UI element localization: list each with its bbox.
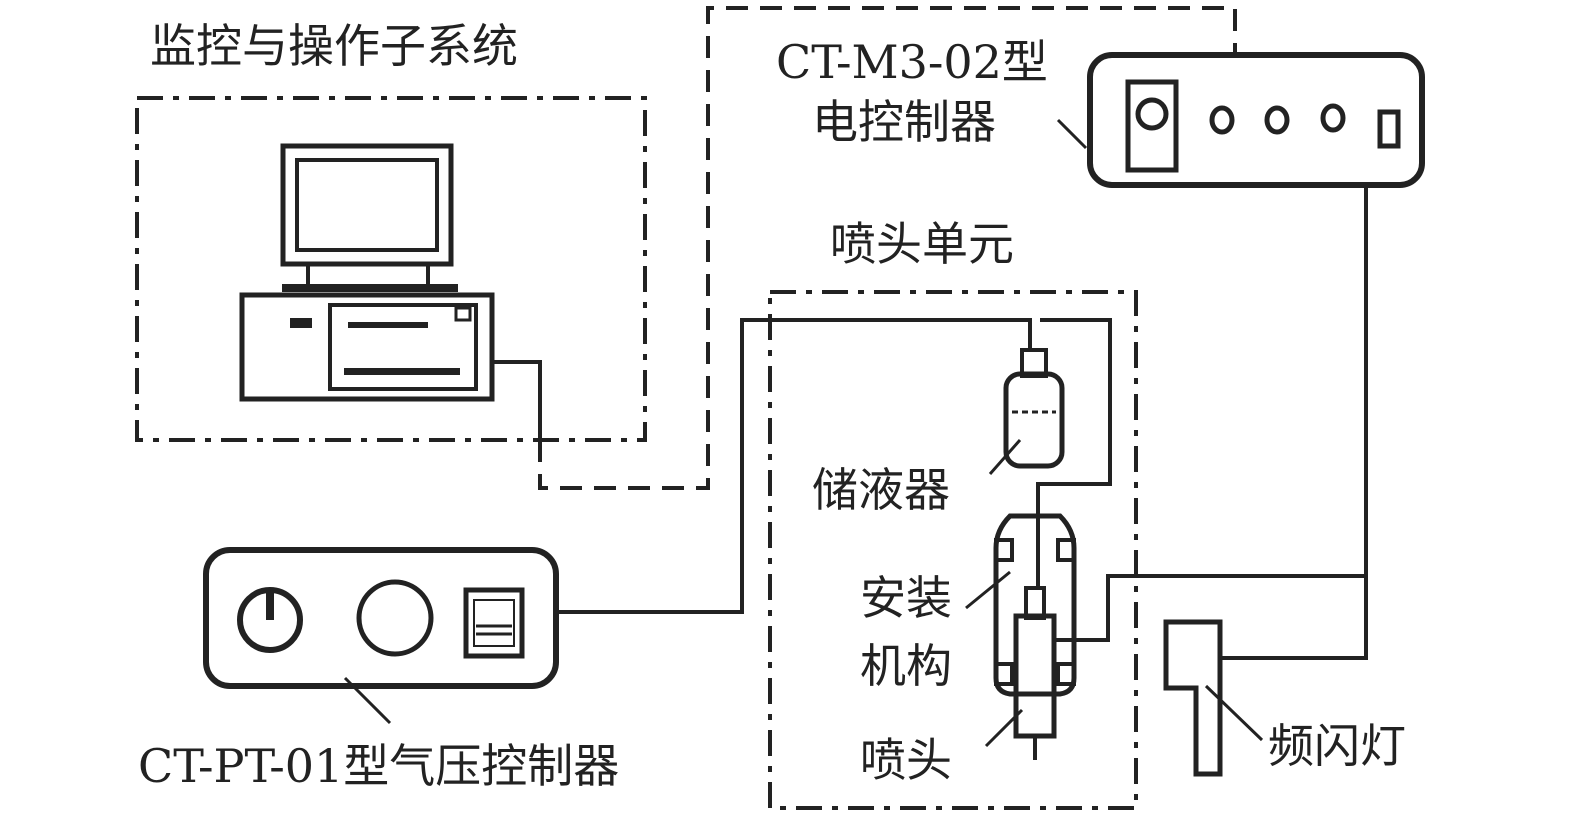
reservoir-icon: [1003, 348, 1065, 469]
controller-signal-cable: [1220, 185, 1368, 660]
reservoir-leader: [988, 439, 1022, 475]
nozzle-unit-boundary: [768, 290, 1138, 810]
strobe-lamp-leader: [1204, 684, 1264, 742]
electric-controller-model-label: CT-M3-02型: [776, 35, 1048, 89]
electric-controller-name-label: 电控制器: [812, 95, 996, 149]
mount-mechanism-icon: [993, 513, 1077, 697]
computer-cable: [492, 360, 542, 440]
reservoir-label: 储液器: [812, 463, 950, 517]
strobe-lamp-icon: [1163, 619, 1223, 777]
monitoring-subsystem-boundary: [135, 96, 647, 442]
mount-mechanism-label-line1: 安装: [860, 571, 952, 625]
mount-mechanism-leader: [965, 570, 1011, 610]
nozzle-leader: [984, 708, 1024, 748]
nozzle-label: 喷头: [860, 733, 952, 787]
nozzle-signal-cable: [1054, 574, 1366, 642]
air-pressure-hose: [556, 318, 1032, 614]
computer-icon: [239, 143, 495, 402]
pressure-controller-leader: [343, 676, 392, 725]
reservoir-feed-line: [1036, 318, 1112, 588]
pressure-controller-label: CT-PT-01型气压控制器: [138, 739, 619, 793]
strobe-lamp-label: 频闪灯: [1268, 719, 1406, 773]
control-link-boundary: [538, 6, 1237, 490]
nozzle-unit-label: 喷头单元: [830, 217, 1014, 271]
monitoring-subsystem-label: 监控与操作子系统: [150, 19, 518, 73]
pressure-controller: [203, 547, 559, 689]
electric-controller-leader: [1056, 118, 1088, 150]
mount-mechanism-label-line2: 机构: [860, 639, 952, 693]
electric-controller: [1087, 52, 1425, 188]
nozzle-icon: [1013, 586, 1057, 760]
